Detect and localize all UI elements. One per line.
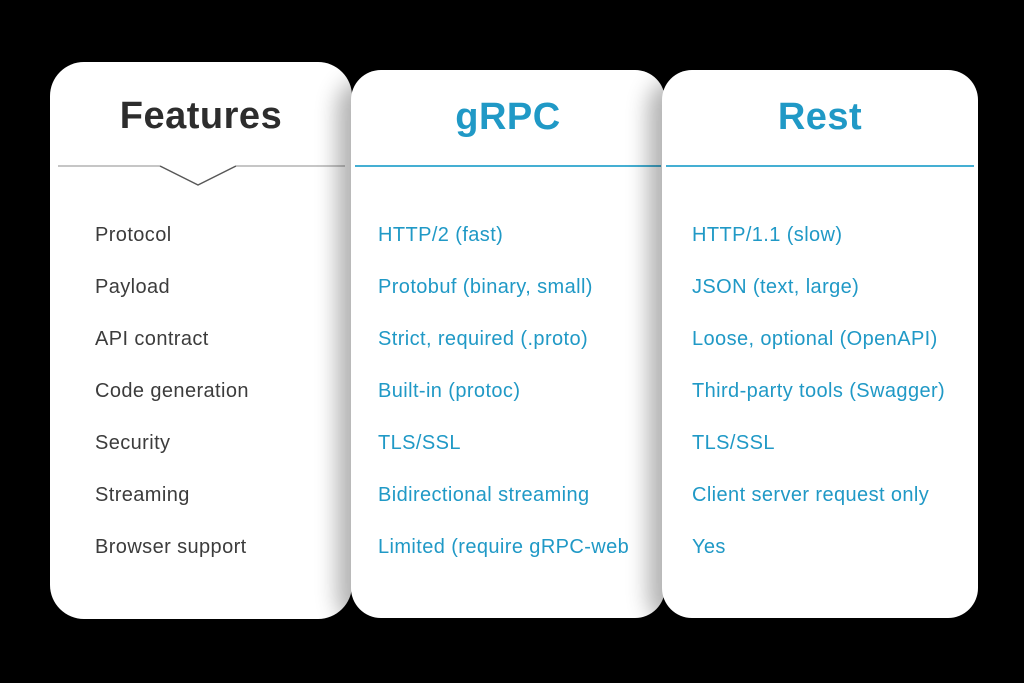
features-card-title: Features (119, 95, 283, 137)
chevron-down-divider-icon (58, 165, 345, 186)
rest-value-cell: Third-party tools (Swagger) (692, 379, 946, 402)
grpc-value-cell: Strict, required (.proto) (378, 327, 589, 350)
grpc-row-list: HTTP/2 (fast) Protobuf (binary, small) Str… (378, 209, 661, 573)
feature-label: Streaming (95, 483, 190, 506)
feature-label: Protocol (95, 223, 172, 246)
rest-header-underline (666, 165, 974, 167)
rest-value-cell: Yes (692, 535, 726, 558)
rest-value-cell: TLS/SSL (692, 431, 775, 454)
grpc-value-cell: Limited (require gRPC-web (378, 535, 630, 558)
feature-label: API contract (95, 327, 209, 350)
feature-label: Security (95, 431, 171, 454)
grpc-value-cell: HTTP/2 (fast) (378, 223, 504, 246)
grpc-card-title: gRPC (455, 96, 561, 138)
rest-card-title: Rest (777, 96, 863, 138)
grpc-header-underline (355, 165, 661, 167)
feature-label: Code generation (95, 379, 249, 402)
feature-label: Browser support (95, 535, 247, 558)
rest-value-cell: Client server request only (692, 483, 930, 506)
rest-row-list: HTTP/1.1 (slow) JSON (text, large) Loose, … (692, 209, 974, 573)
grpc-value-cell: TLS/SSL (378, 431, 461, 454)
grpc-value-cell: Protobuf (binary, small) (378, 275, 593, 298)
feature-label: Payload (95, 275, 171, 298)
grpc-value-cell: Bidirectional streaming (378, 483, 590, 506)
rest-card: Rest HTTP/1.1 (slow) JSON (text, large) Lo… (662, 70, 978, 618)
grpc-value-cell: Built-in (protoc) (378, 379, 521, 402)
rest-value-cell: Loose, optional (OpenAPI) (692, 327, 938, 350)
rest-value-cell: JSON (text, large) (692, 275, 860, 298)
rest-value-cell: HTTP/1.1 (slow) (692, 223, 843, 246)
grpc-card: gRPC HTTP/2 (fast) Protobuf (binary, smal… (351, 70, 665, 618)
